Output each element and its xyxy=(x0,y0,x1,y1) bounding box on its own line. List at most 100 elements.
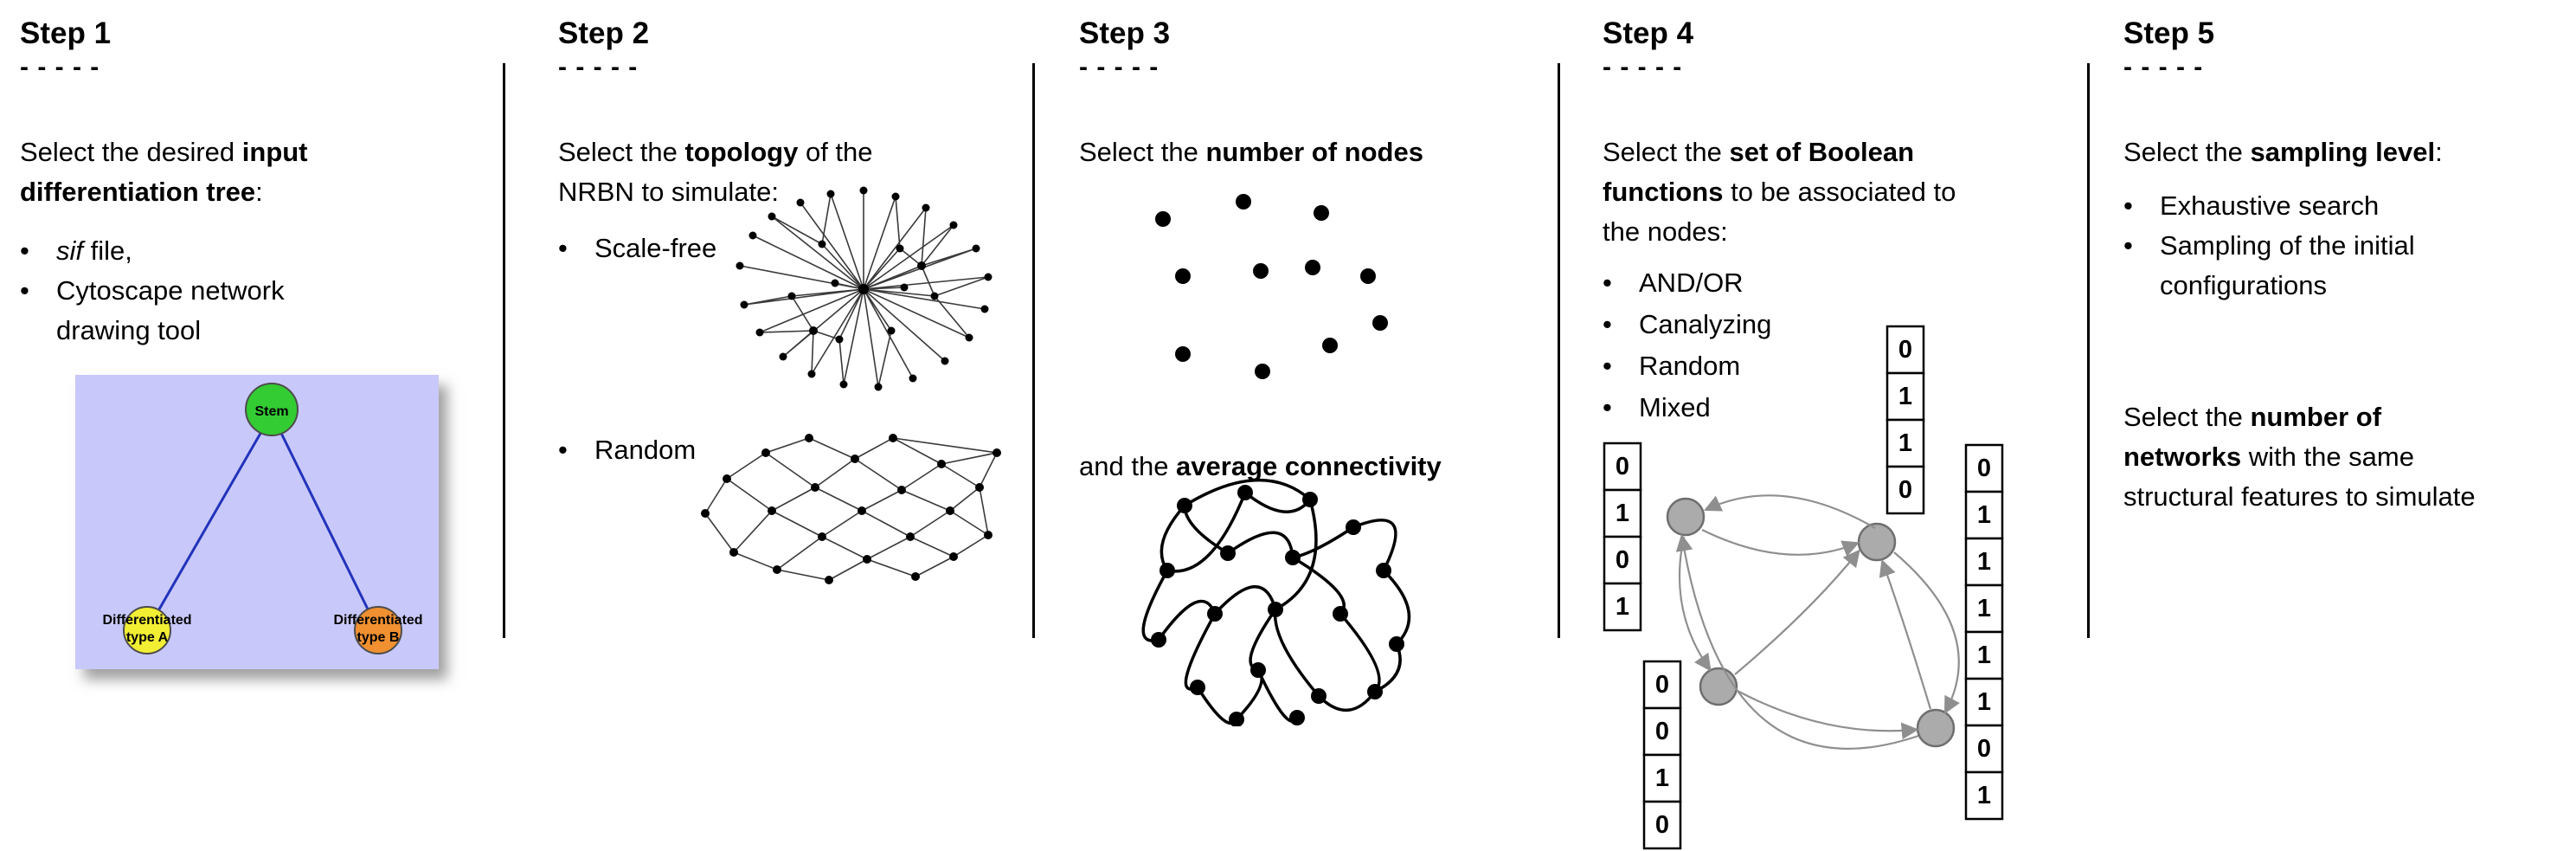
truth-cell: 0 xyxy=(1898,476,1912,504)
type-b-label-line2: type B xyxy=(357,630,400,645)
bullet-icon: • xyxy=(1603,351,1612,381)
step1-title: Step 1 xyxy=(20,16,112,50)
bullet-random: • Random xyxy=(1603,345,1771,387)
conn-pre: and the xyxy=(1079,451,1177,481)
sif-word: sif xyxy=(56,235,83,266)
bullet-icon: • xyxy=(558,435,568,465)
bullet-canalyzing: • Canalyzing xyxy=(1603,304,1771,345)
truth-cell: 0 xyxy=(1616,453,1629,480)
text-line: functions to be associated to xyxy=(1603,172,2009,212)
truth-cell: 0 xyxy=(1898,336,1912,364)
random-edges xyxy=(704,437,998,581)
truth-cell: 0 xyxy=(1977,735,1991,763)
step2-bullet-scale-free: • Scale-free xyxy=(558,229,716,268)
bullet-item: • Scale-free xyxy=(558,229,716,268)
type-a-label-line2: type A xyxy=(126,630,169,645)
truth-cell: 1 xyxy=(1898,429,1912,457)
truth-cell: 0 xyxy=(1655,671,1669,699)
intro-bold: number of nodes xyxy=(1205,137,1423,167)
bullet-text: Scale-free xyxy=(594,233,717,263)
step3-dashes: - - - - - xyxy=(1079,53,1160,81)
bullet-exhaustive-search: • Exhaustive search xyxy=(2123,186,2556,226)
column-divider-3 xyxy=(1558,63,1560,638)
step2-dashes: - - - - - xyxy=(558,53,639,81)
network-node-d xyxy=(1916,708,1956,748)
para-bold: networks xyxy=(2123,442,2242,472)
step1-dashes: - - - - - xyxy=(20,53,100,81)
truth-cell: 0 xyxy=(1655,811,1669,839)
truth-cell: 1 xyxy=(1977,501,1991,529)
truth-table-right: 0 1 1 1 1 1 0 1 xyxy=(1964,443,2004,821)
bullet-and-or: • AND/OR xyxy=(1603,262,1771,304)
bullet-sampling: • Sampling of the initial configurations xyxy=(2123,226,2556,306)
step2-intro: Select the topology of the NRBN to simul… xyxy=(558,132,956,212)
boolean-network-nodes xyxy=(1666,497,1956,748)
scatter-dots xyxy=(1155,194,1388,379)
stem-label: Stem xyxy=(254,404,288,419)
nodes-scatter-graphic xyxy=(1155,194,1388,379)
truth-cell: 1 xyxy=(1977,782,1991,809)
truth-cell: 1 xyxy=(1977,688,1991,716)
intro-bold: input xyxy=(241,137,308,167)
random-network-graphic xyxy=(701,434,1001,584)
truth-cell: 0 xyxy=(1616,546,1629,574)
truth-cell: 1 xyxy=(1977,641,1991,669)
text-line: Select the topology of the xyxy=(558,132,956,172)
stem-node xyxy=(245,383,299,436)
step5-title: Step 5 xyxy=(2123,16,2215,50)
network-node-b xyxy=(1857,522,1897,562)
bullet-item: • Random xyxy=(558,430,696,470)
para-bold: number of xyxy=(2250,402,2382,432)
conn-bold: average connectivity xyxy=(1176,451,1442,481)
truth-cell: 0 xyxy=(1977,455,1991,482)
step4-intro: Select the set of Boolean functions to b… xyxy=(1603,132,2009,252)
para-pre: Select the xyxy=(2123,402,2251,432)
text-line: configurations xyxy=(2160,270,2328,300)
bullet-text: Canalyzing xyxy=(1639,309,1772,339)
text-line: Cytoscape network xyxy=(56,275,285,306)
text-line: Select the set of Boolean xyxy=(1603,132,2009,172)
step2-bullet-random: • Random xyxy=(558,430,696,470)
step2-title: Step 2 xyxy=(558,16,650,50)
step4-title: Step 4 xyxy=(1603,16,1694,50)
type-a-node xyxy=(123,606,171,654)
intro-post: of the xyxy=(798,137,873,167)
step5-dashes: - - - - - xyxy=(2123,53,2204,81)
bullet-icon: • xyxy=(558,233,568,263)
network-node-c xyxy=(1699,667,1738,706)
network-node-a xyxy=(1666,497,1706,537)
text-line: differentiation tree: xyxy=(20,172,470,212)
column-divider-1 xyxy=(503,63,505,638)
step4-bullet-list: • AND/OR • Canalyzing • Random • Mixed xyxy=(1603,262,1771,429)
step5-bullet-list: • Exhaustive search • Sampling of the in… xyxy=(2123,186,2556,306)
type-b-node xyxy=(354,606,402,654)
step3-title: Step 3 xyxy=(1079,16,1171,50)
tangle-edges xyxy=(1141,478,1411,725)
step1-bullet-sif: • sif file, xyxy=(20,231,470,271)
bullet-text: Sampling of the initial configurations xyxy=(2160,226,2415,306)
text-line: drawing tool xyxy=(56,315,202,345)
truth-cell: 1 xyxy=(1898,383,1912,410)
intro-bold: differentiation tree xyxy=(20,177,256,207)
intro-pre: Select the xyxy=(558,137,685,167)
truth-cell: 1 xyxy=(1977,548,1991,576)
text-line: Select the desired input xyxy=(20,132,470,172)
step4-dashes: - - - - - xyxy=(1603,53,1683,81)
intro-bold: sampling level xyxy=(2250,137,2436,167)
bullet-text: Random xyxy=(1639,351,1741,381)
intro-bold: functions xyxy=(1603,177,1724,207)
intro-pre: Select the xyxy=(1079,137,1206,167)
truth-cell: 1 xyxy=(1616,593,1629,621)
random-nodes xyxy=(701,434,1001,584)
intro-post: to be associated to xyxy=(1723,177,1956,207)
para-post: with the same xyxy=(2241,442,2414,472)
truth-cell: 0 xyxy=(1655,718,1669,745)
truth-table-top: 0 1 1 0 xyxy=(1885,325,1925,515)
intro-bold: topology xyxy=(684,137,799,167)
differentiation-tree-graphic: Stem Differentiated type A Differentiate… xyxy=(75,375,439,669)
scale-free-edges xyxy=(739,190,989,388)
bullet-text: Random xyxy=(594,435,697,465)
step1-intro: Select the desired input differentiation… xyxy=(20,132,470,212)
scale-free-network-graphic xyxy=(736,186,992,391)
